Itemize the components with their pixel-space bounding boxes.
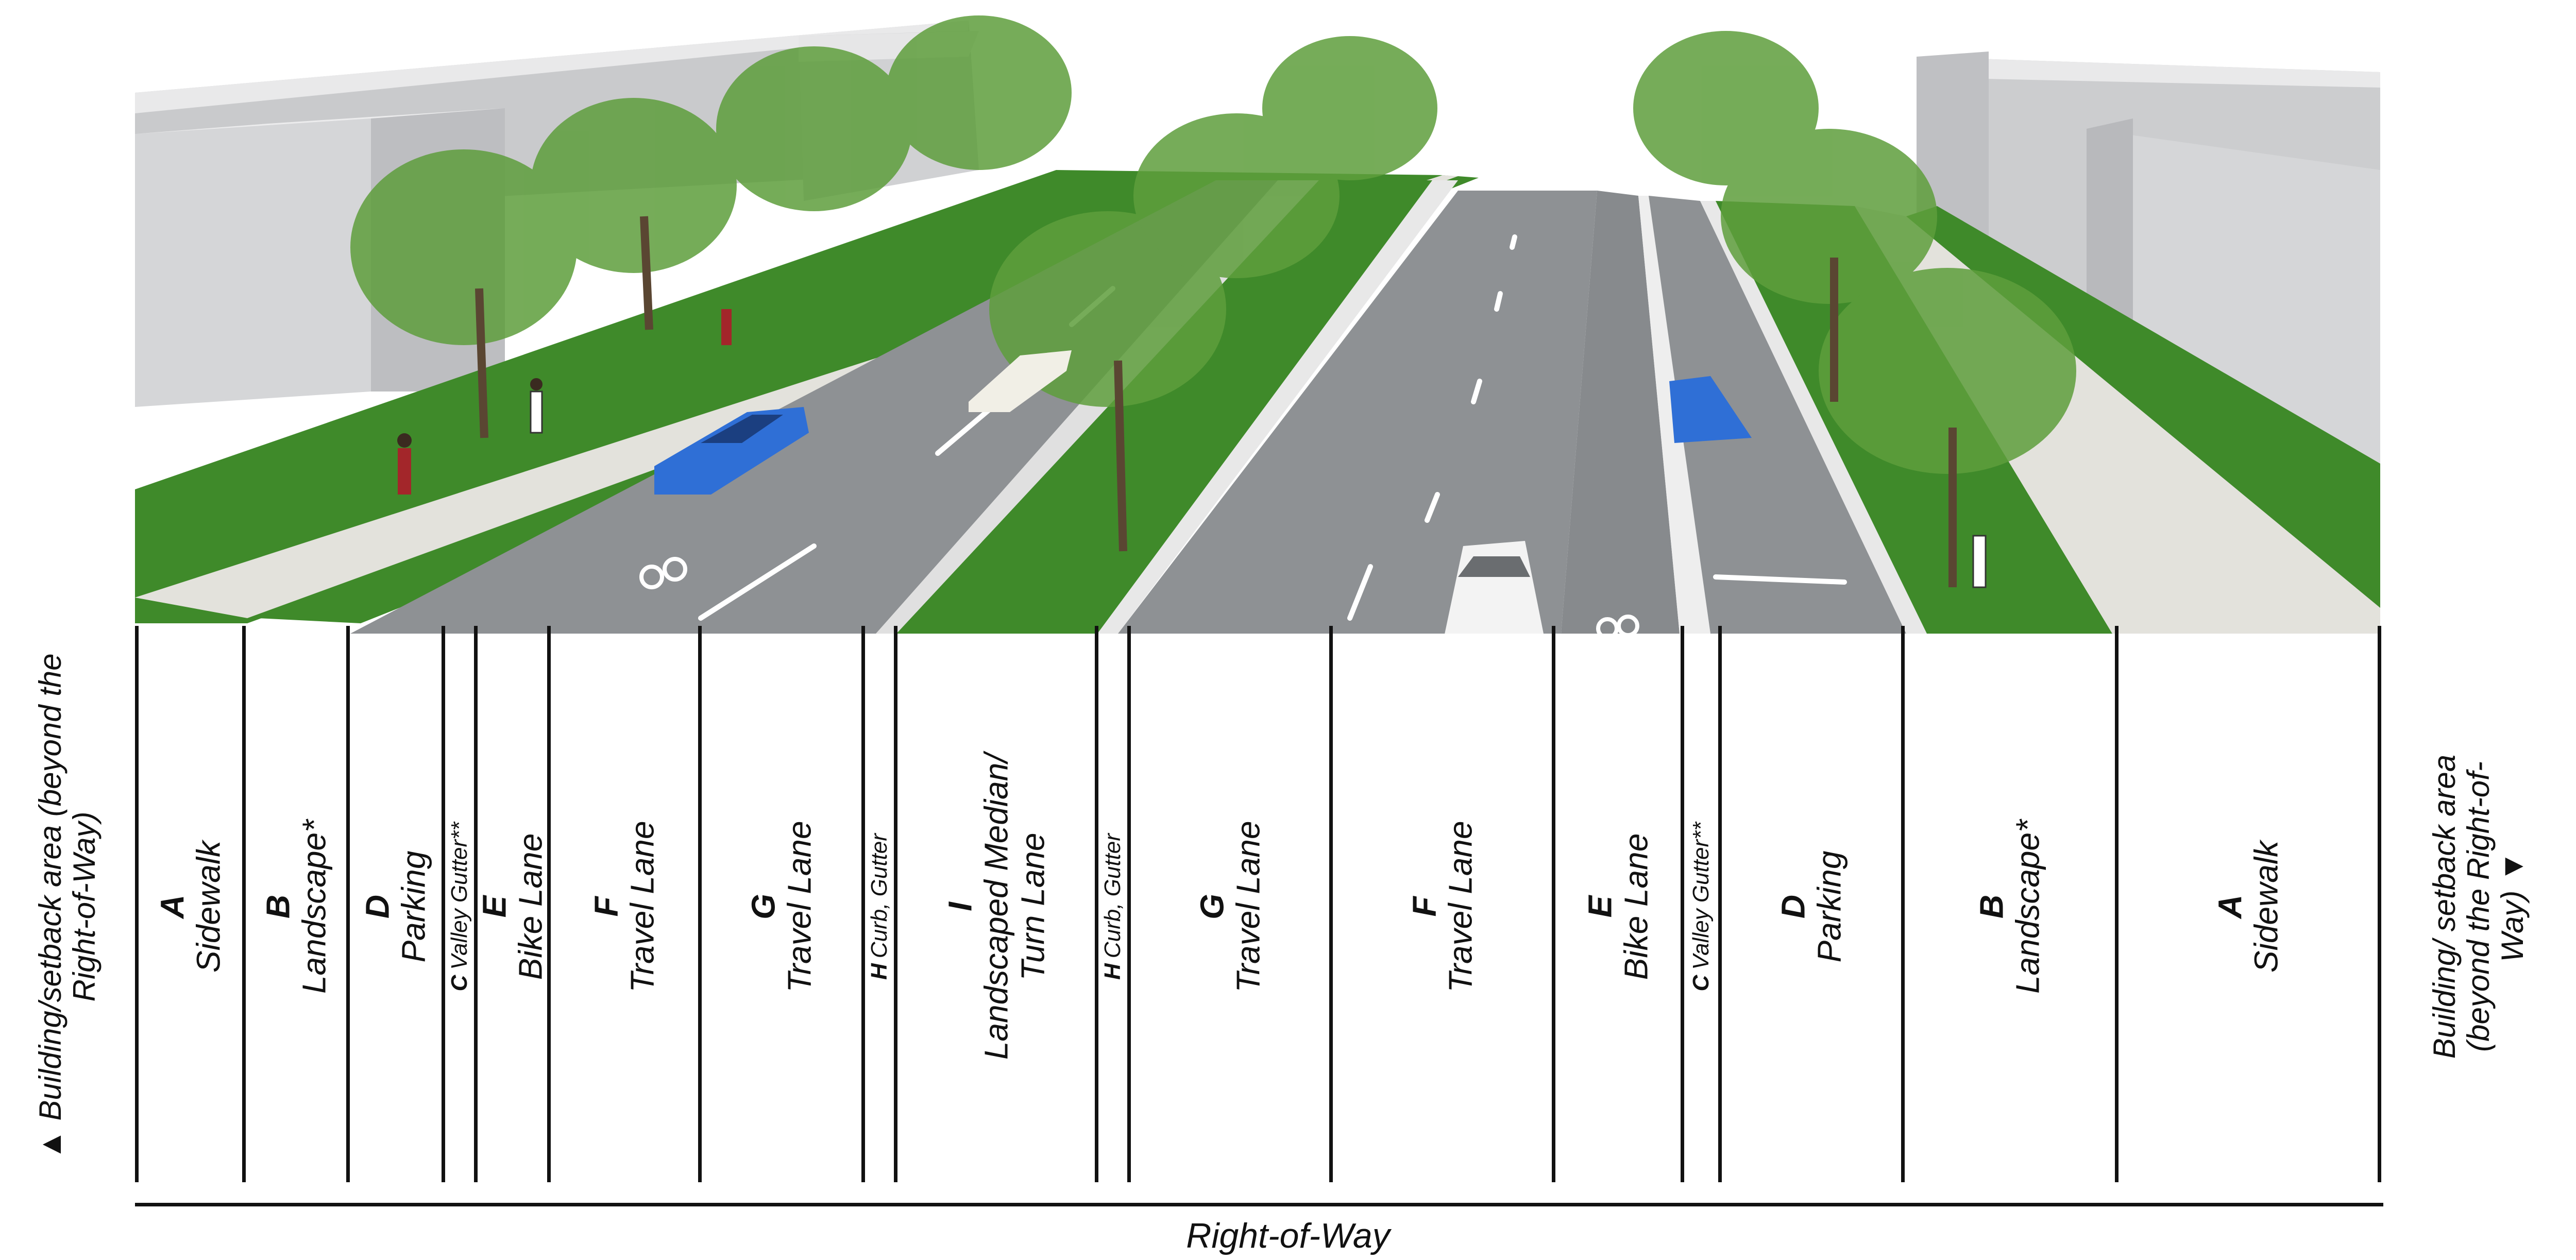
zone-valley-gutter-left: C Valley Gutter** — [445, 639, 474, 1174]
zone-sidewalk-left: A Sidewalk — [139, 639, 242, 1174]
zone-label: Travel Lane — [624, 821, 661, 992]
zone-divider — [698, 626, 702, 1182]
zone-label: Bike Lane — [1618, 833, 1655, 980]
zone-divider — [346, 626, 350, 1182]
zone-letter: A — [154, 649, 190, 1164]
zone-label: Landscaped Median/ Turn Lane — [977, 754, 1050, 1060]
zone-label: Sidewalk — [190, 841, 227, 973]
zone-letter: H — [1100, 963, 1125, 980]
zone-curb-gutter-left: H Curb, Gutter — [865, 639, 894, 1174]
zone-divider — [894, 626, 897, 1182]
zone-landscaped-median: I Landscaped Median/ Turn Lane — [897, 639, 1095, 1174]
zone-parking-right: D Parking — [1722, 639, 1901, 1174]
right-setback-label-zone: Building/ setback area (beyond the Right… — [2381, 639, 2576, 1174]
zone-label: Valley Gutter** — [1688, 822, 1714, 970]
zone-valley-gutter-right: C Valley Gutter** — [1684, 639, 1718, 1174]
zone-label: Parking — [395, 851, 432, 963]
zone-bike-lane-left: E Bike Lane — [478, 639, 547, 1174]
zone-divider — [2378, 626, 2381, 1182]
zone-landscape-right: B Landscape* — [1905, 639, 2115, 1174]
zone-divider — [1329, 626, 1333, 1182]
zone-label: Landscape* — [296, 820, 333, 994]
zone-letter: E — [1582, 649, 1618, 1164]
zone-divider — [1095, 626, 1098, 1182]
zone-divider — [1681, 626, 1684, 1182]
zone-divider — [1552, 626, 1555, 1182]
zone-divider — [1718, 626, 1722, 1182]
zone-divider — [1127, 626, 1131, 1182]
zone-letter: C — [1688, 975, 1714, 992]
right-of-way-label: Right-of-Way — [0, 1216, 2576, 1256]
zone-label: Parking — [1811, 851, 1848, 963]
right-of-way-line — [135, 1203, 2383, 1206]
zone-bike-lane-right: E Bike Lane — [1555, 639, 1681, 1174]
zone-label: Valley Gutter** — [447, 822, 472, 970]
zone-letter: A — [2212, 649, 2248, 1164]
zone-letter: C — [447, 975, 472, 992]
street-perspective-illustration — [0, 0, 2576, 634]
zone-letter: F — [588, 649, 624, 1164]
zone-letter: B — [1974, 649, 2010, 1164]
zone-label: Curb, Gutter — [867, 833, 892, 958]
zone-letter: I — [942, 726, 978, 1087]
zone-sidewalk-right: A Sidewalk — [2119, 639, 2378, 1174]
zone-travel-lane-g-right: G Travel Lane — [1131, 639, 1329, 1174]
zone-label: Travel Lane — [781, 821, 818, 992]
zone-letter: E — [476, 649, 512, 1164]
zone-label: Landscape* — [2009, 820, 2046, 994]
zone-letter: H — [867, 963, 892, 980]
zone-divider — [442, 626, 445, 1182]
zone-letter: D — [360, 649, 396, 1164]
zone-curb-gutter-right: H Curb, Gutter — [1098, 639, 1127, 1174]
left-setback-label-zone: ▲ Building/setback area (beyond the Righ… — [0, 639, 135, 1174]
zone-letter: B — [260, 649, 296, 1164]
zone-travel-lane-g-left: G Travel Lane — [702, 639, 861, 1174]
left-setback-label: ▲ Building/setback area (beyond the Righ… — [33, 649, 101, 1164]
zone-letter: F — [1406, 649, 1442, 1164]
zone-divider — [1901, 626, 1905, 1182]
zone-divider — [135, 626, 139, 1182]
zone-label: Travel Lane — [1442, 821, 1479, 992]
zone-label: Travel Lane — [1230, 821, 1267, 992]
zone-travel-lane-f-right: F Travel Lane — [1333, 639, 1552, 1174]
zone-divider — [2115, 626, 2119, 1182]
zone-divider — [242, 626, 246, 1182]
zone-letter: G — [745, 649, 782, 1164]
zone-divider — [861, 626, 865, 1182]
zone-label: Sidewalk — [2248, 841, 2285, 973]
zone-travel-lane-f-left: F Travel Lane — [551, 639, 698, 1174]
right-setback-label: Building/ setback area (beyond the Right… — [2428, 726, 2530, 1087]
zone-label: Bike Lane — [512, 833, 549, 980]
zone-label: Curb, Gutter — [1100, 833, 1125, 958]
zone-landscape-left: B Landscape* — [246, 639, 346, 1174]
zone-letter: D — [1775, 649, 1811, 1164]
zone-letter: G — [1194, 649, 1230, 1164]
zone-parking-left: D Parking — [350, 639, 442, 1174]
